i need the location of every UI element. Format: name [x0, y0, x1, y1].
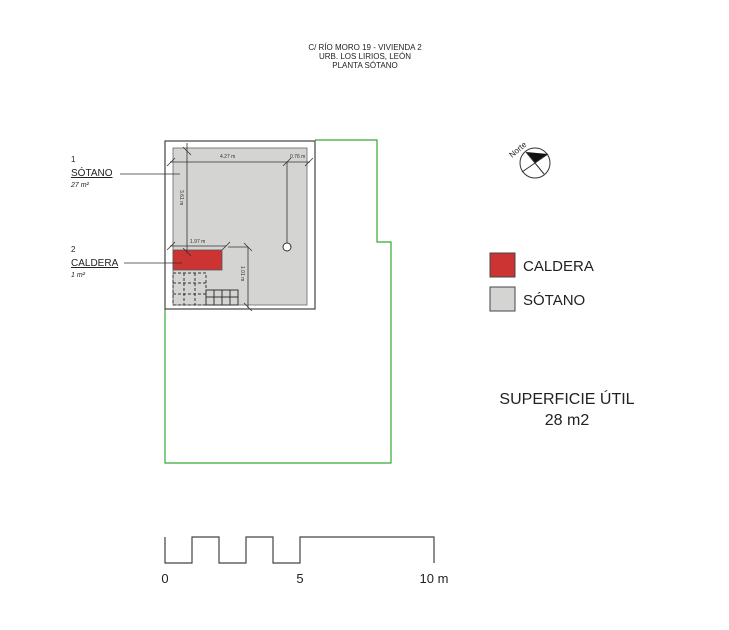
legend-label-sotano: SÓTANO — [523, 292, 585, 309]
plan-title: C/ RÍO MORO 19 - VIVIENDA 2 URB. LOS LIR… — [308, 43, 422, 70]
svg-text:27 m²: 27 m² — [70, 182, 90, 189]
svg-text:1 m²: 1 m² — [71, 272, 86, 279]
title-line-2: URB. LOS LIRIOS, LEÓN — [319, 52, 411, 61]
usable-area-value: 28 m2 — [545, 412, 590, 429]
room-label-sotano: 1 SÓTANO 27 m² — [70, 155, 113, 189]
legend-swatch-caldera — [489, 252, 516, 278]
dim-top-right: 0.76 m — [290, 154, 305, 160]
legend-label-caldera: CALDERA — [523, 258, 594, 275]
scale-bar: 0 5 10 m — [161, 536, 449, 586]
stairs — [172, 272, 239, 306]
svg-text:2: 2 — [71, 245, 76, 254]
scale-tick-5: 5 — [296, 571, 303, 586]
dim-lower-height: 1.01 m — [239, 266, 245, 281]
dim-caldera-width: 1.97 m — [190, 239, 205, 245]
scale-tick-10: 10 m — [420, 571, 449, 586]
legend-swatch-sotano — [489, 286, 516, 312]
title-line-1: C/ RÍO MORO 19 - VIVIENDA 2 — [308, 43, 422, 52]
scale-tick-0: 0 — [161, 571, 168, 586]
lot-outline — [164, 139, 392, 464]
drain-icon — [282, 242, 292, 252]
north-arrow-icon: Norte — [508, 140, 551, 179]
svg-text:SÓTANO: SÓTANO — [71, 166, 113, 179]
room-caldera — [172, 249, 223, 271]
svg-text:1: 1 — [71, 155, 76, 164]
title-line-3: PLANTA SÓTANO — [332, 61, 398, 70]
dimension-labels: 4.27 m 0.76 m 3.61 m 1.97 m 1.01 m — [178, 154, 305, 281]
usable-area-label: SUPERFICIE ÚTIL — [499, 389, 634, 408]
dim-top-width: 4.27 m — [220, 154, 235, 160]
dim-left-height: 3.61 m — [178, 190, 184, 205]
dimension-lines — [120, 143, 314, 312]
usable-area-summary: SUPERFICIE ÚTIL 28 m2 — [499, 389, 634, 429]
room-label-caldera: 2 CALDERA 1 m² — [71, 245, 119, 279]
legend: CALDERA SÓTANO — [489, 252, 594, 312]
svg-text:CALDERA: CALDERA — [71, 258, 119, 269]
